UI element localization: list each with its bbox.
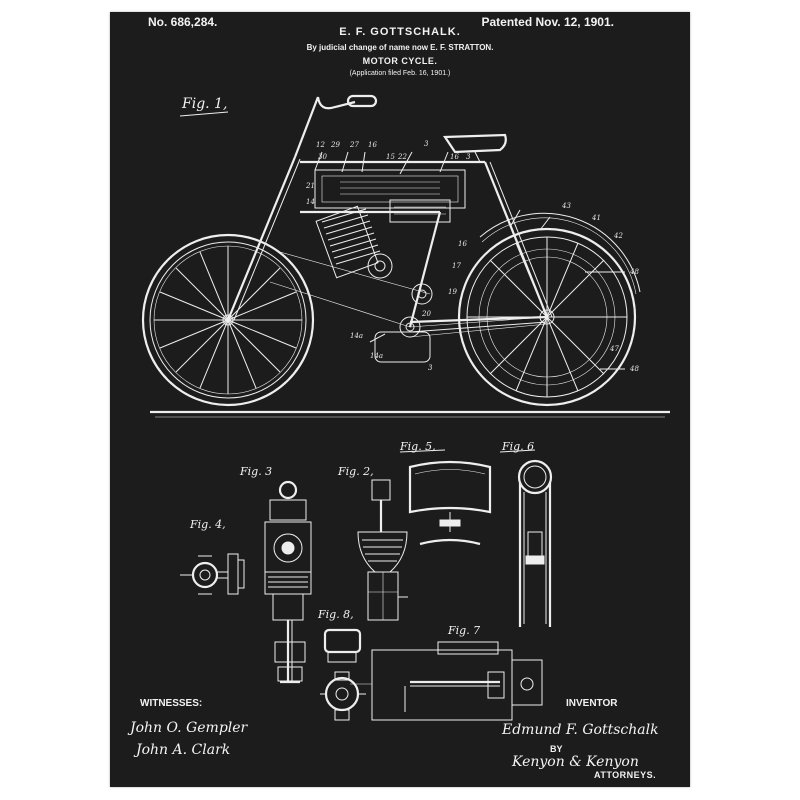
witnesses-label: WITNESSES: <box>140 698 203 709</box>
patent-drawing <box>141 94 670 721</box>
name-change-note: By judicial change of name now E. F. STR… <box>306 43 494 52</box>
fig6-drawing <box>517 459 553 627</box>
fig7-drawing <box>350 641 543 721</box>
attorneys-label: ATTORNEYS. <box>594 770 657 780</box>
ref-15: 15 <box>386 153 395 161</box>
ref-20: 20 <box>422 310 431 318</box>
ref-19: 19 <box>448 288 457 296</box>
ref-14: 14 <box>306 198 315 206</box>
fig5-drawing <box>408 460 492 546</box>
fig8-label: Fig. 8, <box>318 608 354 621</box>
ref-3b: 3 <box>466 153 471 161</box>
ref-29: 29 <box>331 141 340 149</box>
inventor-signature: Edmund F. Gottschalk <box>502 722 659 738</box>
application-note: (Application filed Feb. 16, 1901.) <box>349 70 451 77</box>
witness-signature-2: John A. Clark <box>136 742 231 758</box>
fig6-label: Fig. 6 <box>502 440 535 453</box>
fig2-drawing <box>357 479 408 621</box>
patent-number: No. 686,284. <box>148 15 218 29</box>
inventor-heading: E. F. GOTTSCHALK. <box>339 26 461 38</box>
patent-sheet: No. 686,284. Patented Nov. 12, 1901. E. … <box>110 12 690 787</box>
ref-16: 16 <box>368 141 377 149</box>
ref-14a: 14a <box>350 332 364 340</box>
fig7-label: Fig. 7 <box>448 624 481 637</box>
fig3-label: Fig. 3 <box>240 465 273 478</box>
ref-48b: 48 <box>630 365 639 373</box>
ref-47: 47 <box>610 345 619 353</box>
ref-30: 30 <box>318 153 327 161</box>
inventor-label: INVENTOR <box>566 698 618 709</box>
ref-21: 21 <box>306 182 315 190</box>
ref-27: 27 <box>350 141 359 149</box>
attorneys-signature: Kenyon & Kenyon <box>512 754 639 770</box>
ref-17: 17 <box>452 262 461 270</box>
fig2-label: Fig. 2, <box>338 465 374 478</box>
ref-41: 41 <box>592 214 601 222</box>
ref-12: 12 <box>316 141 325 149</box>
fig4-drawing <box>180 553 245 595</box>
ref-42: 42 <box>614 232 623 240</box>
fig4-label: Fig. 4, <box>190 518 226 531</box>
patent-date: Patented Nov. 12, 1901. <box>481 15 614 29</box>
ref-14a-2: 14a <box>370 352 384 360</box>
fig1-motorcycle-drawing <box>141 94 670 418</box>
ref-3: 3 <box>424 140 429 148</box>
ref-48: 48 <box>630 268 639 276</box>
fig3-drawing <box>264 480 312 684</box>
ref-16c: 16 <box>458 240 467 248</box>
witness-signature-1: John O. Gempler <box>130 720 248 736</box>
ref-16b: 16 <box>450 153 459 161</box>
by-label: BY <box>550 744 563 754</box>
patent-title: MOTOR CYCLE. <box>362 56 438 66</box>
ref-22: 22 <box>398 153 407 161</box>
ref-43: 43 <box>562 202 571 210</box>
fig5-label: Fig. 5, <box>400 440 436 453</box>
fig1-label: Fig. 1, <box>182 96 228 112</box>
fig8-drawing <box>320 628 366 721</box>
ref-3c: 3 <box>428 364 433 372</box>
